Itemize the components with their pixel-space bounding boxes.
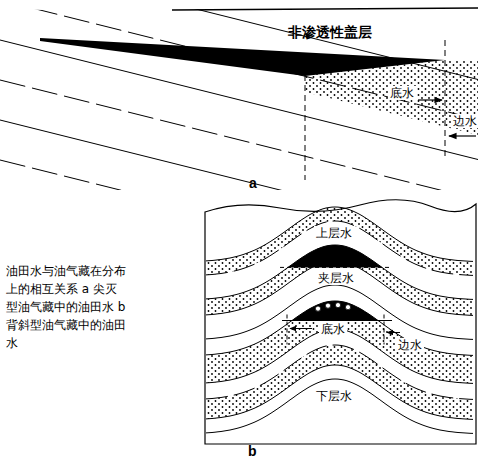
fold-line [206, 261, 473, 315]
stratum-line [0, 160, 480, 280]
water-label: 边水 [451, 114, 479, 128]
edge-boundary [287, 314, 288, 344]
water-label: 上层水 [314, 226, 354, 240]
oil-body [288, 245, 382, 267]
stratum-line [0, 80, 480, 200]
figure-caption: 油田水与油气藏在分布上的相互关系 a 尖灭型油气藏中的油田水 b 背斜型油气藏中… [6, 262, 128, 352]
fold-line [206, 245, 473, 299]
cap-rock-label: 非渗透性盖层 [286, 25, 374, 39]
gas-bubble [325, 303, 330, 308]
water-label: 边水 [396, 338, 424, 352]
sand-layer [206, 207, 473, 275]
gas-bubble [335, 303, 340, 308]
edge-boundary [384, 314, 385, 344]
water-label: 夹层水 [316, 271, 356, 285]
oil-body [292, 301, 378, 321]
stratum-line [0, 0, 480, 80]
anticline-reservoir [205, 200, 476, 444]
stratum-line [0, 120, 480, 240]
sand-layer [206, 245, 473, 315]
fold-line [206, 301, 473, 355]
fold-line [206, 329, 473, 383]
gas-bubble [315, 306, 320, 311]
part-letter: b [246, 444, 259, 458]
sand-layer [206, 301, 473, 383]
water-label: 下层水 [314, 389, 354, 403]
water-label: 底水 [388, 86, 416, 100]
water-label: 底水 [319, 322, 347, 336]
sand-layer [206, 345, 473, 419]
arrow [387, 332, 400, 333]
arrow [290, 328, 312, 329]
stratum-line [0, 0, 480, 120]
fold-line [206, 365, 473, 419]
water-contact [280, 267, 392, 268]
water-contact [282, 320, 392, 321]
gas-bubble [345, 305, 350, 310]
part-letter: a [247, 176, 259, 190]
fold-line [206, 285, 473, 339]
fold-line [206, 221, 473, 275]
fold-line [206, 379, 473, 433]
